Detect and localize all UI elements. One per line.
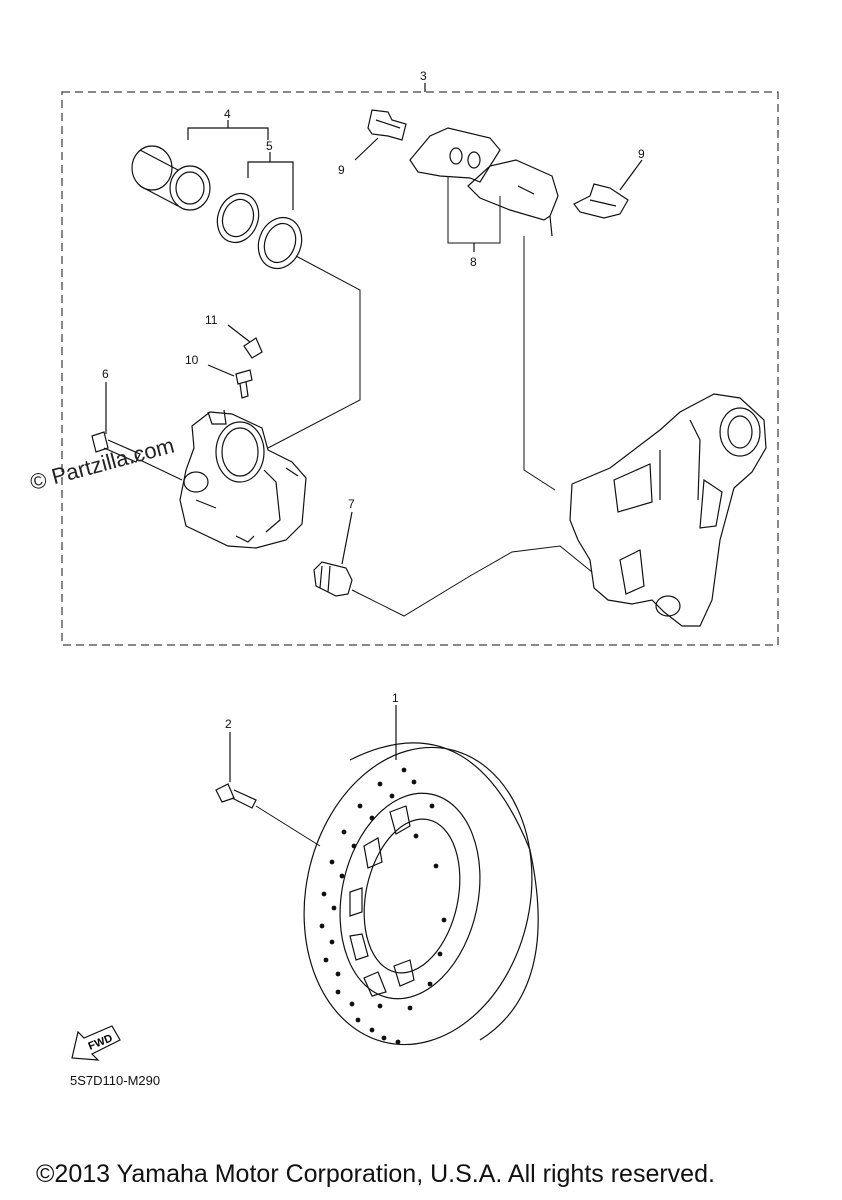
callout-5: 5 [266, 139, 273, 153]
diagram-code: 5S7D110-M290 [70, 1073, 161, 1088]
caliper-bolt [91, 431, 141, 463]
disc-bolt [215, 783, 257, 809]
callout-9-left: 9 [338, 163, 345, 177]
callout-10: 10 [185, 353, 199, 367]
callout-4: 4 [224, 107, 231, 121]
bleed-screw-cap [243, 337, 263, 359]
caliper-bracket [569, 393, 767, 627]
callout-11: 11 [205, 313, 218, 327]
forward-arrow-icon [71, 1025, 121, 1061]
callout-9-right: 9 [638, 147, 645, 161]
brake-caliper [179, 409, 307, 549]
callout-7: 7 [348, 497, 355, 511]
dust-seal [257, 216, 303, 270]
callout-6: 6 [102, 367, 109, 381]
callout-1: 1 [392, 691, 399, 705]
disc-vent-holes [319, 767, 447, 1045]
bleed-screw [235, 369, 253, 399]
brake-disc [303, 742, 539, 1046]
piston-seal [216, 192, 260, 244]
callout-3: 3 [420, 69, 427, 83]
pad-spring-left [367, 109, 407, 141]
brake-pad-set [409, 127, 559, 237]
copyright-notice: ©2013 Yamaha Motor Corporation, U.S.A. A… [36, 1160, 715, 1188]
assembly-boundary [61, 91, 779, 646]
pad-spring-right [573, 183, 629, 219]
rubber-boot [313, 561, 353, 597]
callout-8: 8 [470, 255, 477, 269]
caliper-piston [131, 145, 211, 211]
callout-2: 2 [225, 717, 232, 731]
